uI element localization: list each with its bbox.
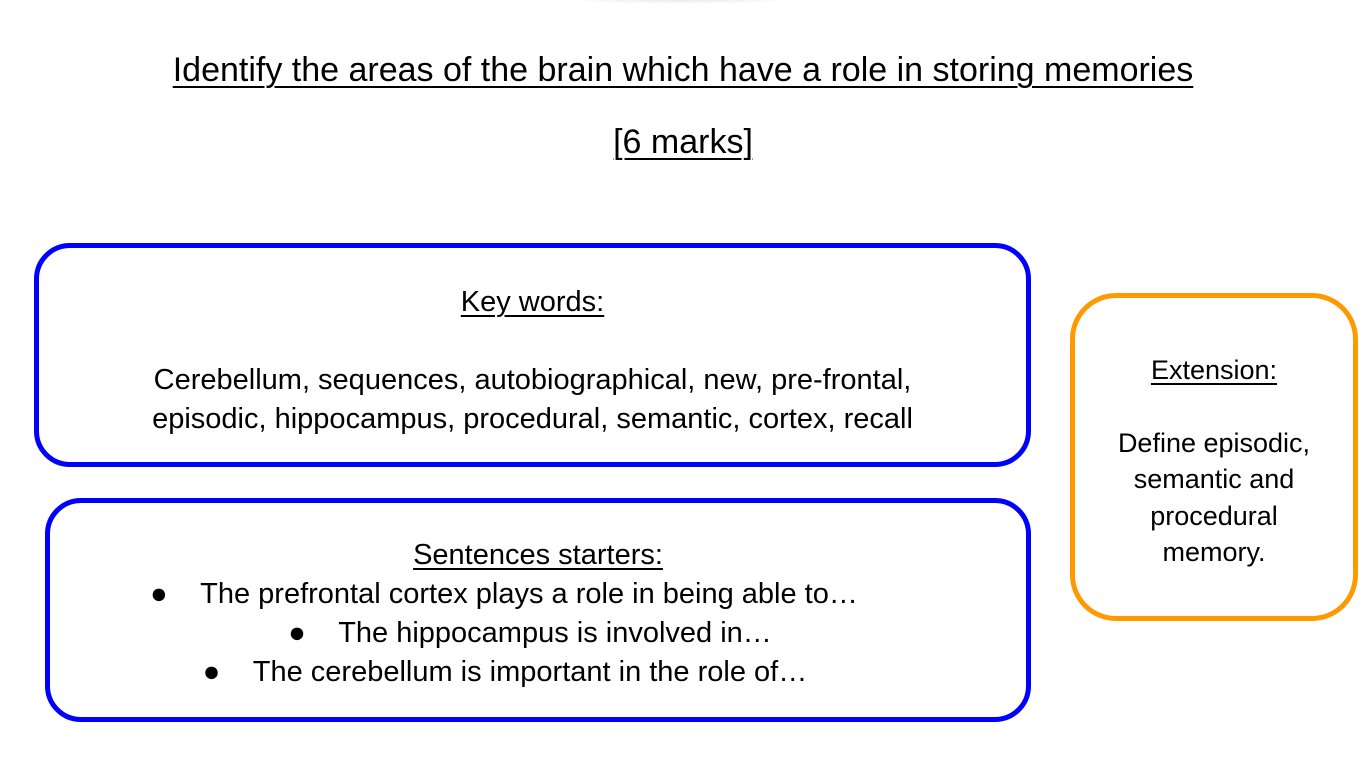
- sentence-starters-list: ● The prefrontal cortex plays a role in b…: [50, 575, 1026, 692]
- list-item-text: The hippocampus is involved in…: [338, 617, 772, 649]
- top-edge-shadow: [560, 0, 800, 4]
- key-words-line: episodic, hippocampus, procedural, seman…: [152, 403, 913, 435]
- key-words-heading: Key words:: [460, 286, 605, 318]
- extension-line: Define episodic,: [1117, 427, 1311, 458]
- sentence-starters-box: Sentences starters: ● The prefrontal cort…: [45, 498, 1031, 722]
- marks-label: [6 marks]: [613, 123, 753, 161]
- extension-heading: Extension:: [1150, 355, 1278, 385]
- list-item: ● The hippocampus is involved in…: [42, 614, 1018, 653]
- list-item: ● The cerebellum is important in the role…: [17, 653, 993, 692]
- bullet-icon: ●: [202, 656, 221, 688]
- sentence-starters-heading: Sentences starters:: [413, 539, 663, 571]
- bullet-icon: ●: [150, 578, 168, 610]
- list-item-text: The prefrontal cortex plays a role in be…: [200, 578, 858, 610]
- list-item-text: The cerebellum is important in the role …: [252, 656, 808, 688]
- bullet-icon: ●: [288, 617, 306, 649]
- extension-line: memory.: [1162, 537, 1266, 567]
- key-words-box: Key words: Cerebellum, sequences, autobi…: [34, 243, 1031, 467]
- extension-line: procedural: [1150, 500, 1278, 531]
- extension-box: Extension: Define episodic, semantic and…: [1070, 293, 1358, 621]
- page-title: Identify the areas of the brain which ha…: [172, 51, 1194, 89]
- key-words-line: Cerebellum, sequences, autobiographical,…: [153, 364, 912, 396]
- extension-line: semantic and: [1133, 464, 1295, 494]
- list-item: ● The prefrontal cortex plays a role in b…: [16, 575, 992, 614]
